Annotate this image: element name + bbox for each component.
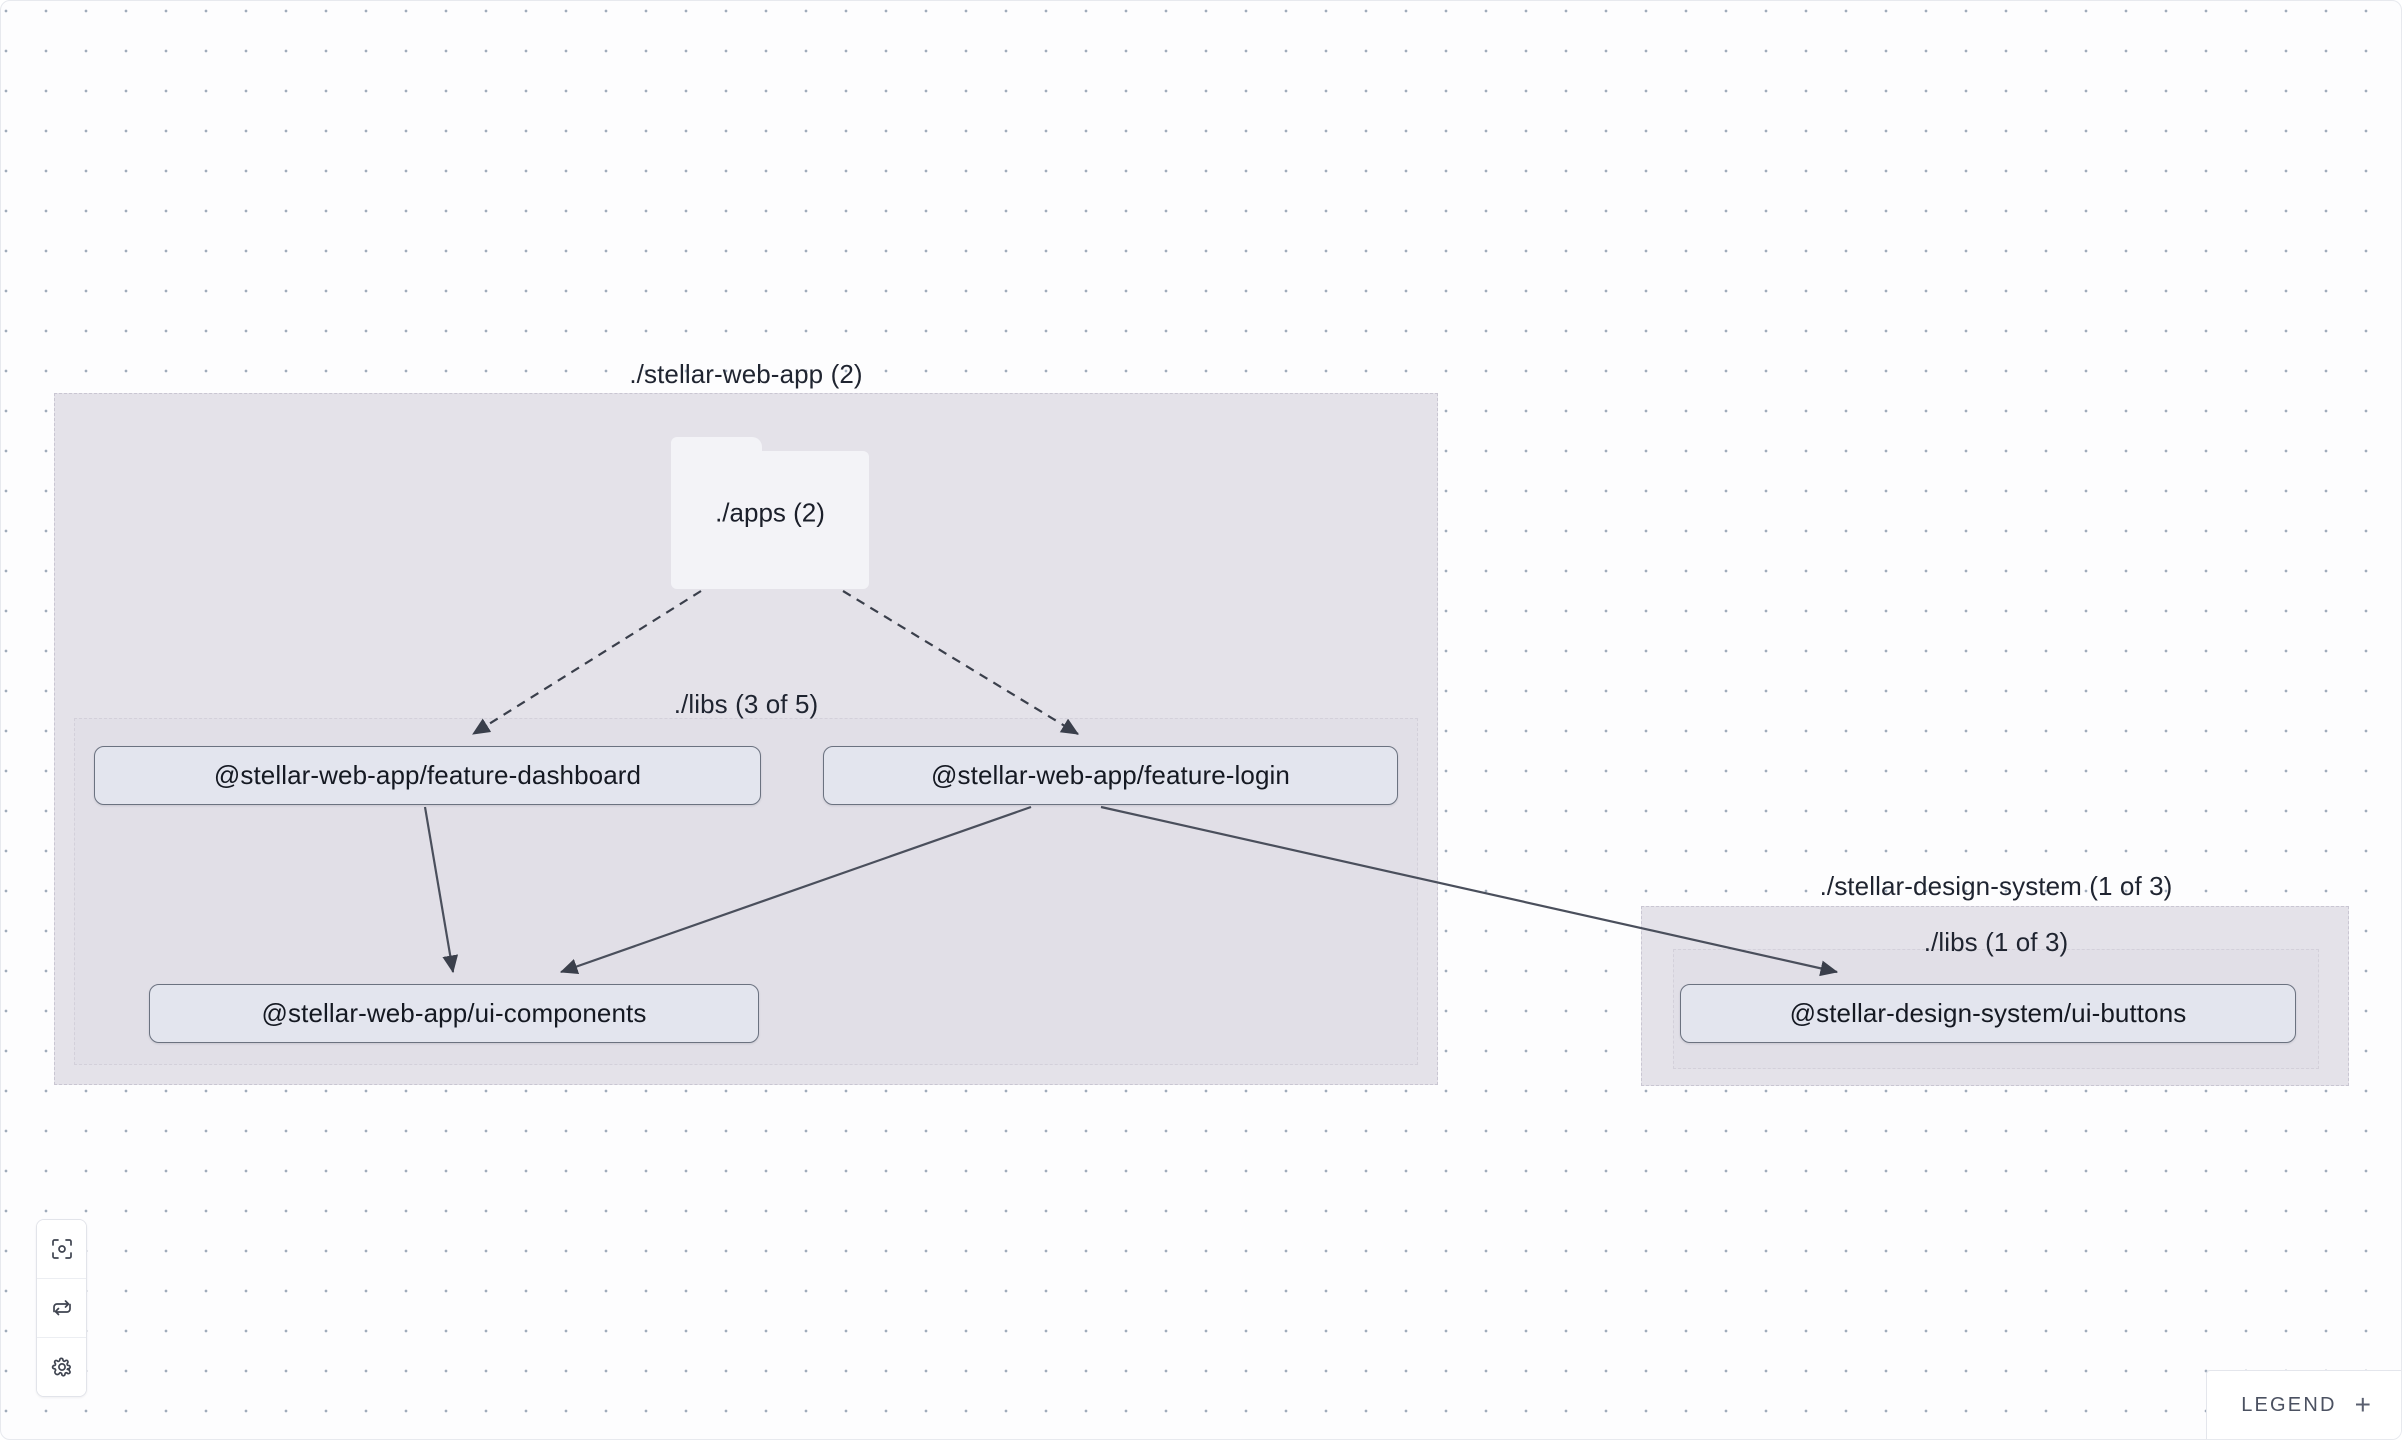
- canvas-controls[interactable]: [36, 1219, 87, 1397]
- folder-node-apps[interactable]: ./apps (2): [671, 437, 869, 589]
- node-ui-components-label: @stellar-web-app/ui-components: [261, 998, 647, 1028]
- legend-label: LEGEND: [2241, 1393, 2337, 1416]
- folder-body-shape: [671, 451, 869, 589]
- group-label-stellar-design-system-libs: ./libs (1 of 3): [1923, 927, 2069, 957]
- folder-tab-shape: [671, 437, 763, 455]
- node-ui-buttons[interactable]: @stellar-design-system/ui-buttons: [1680, 984, 2296, 1043]
- node-feature-dashboard-label: @stellar-web-app/feature-dashboard: [213, 760, 642, 790]
- group-label-stellar-web-app: ./stellar-web-app (2): [629, 359, 863, 389]
- node-ui-buttons-label: @stellar-design-system/ui-buttons: [1789, 998, 2187, 1028]
- refresh-icon: [50, 1296, 74, 1320]
- plus-icon: +: [2354, 1389, 2371, 1420]
- node-feature-dashboard[interactable]: @stellar-web-app/feature-dashboard: [94, 746, 761, 805]
- settings-button[interactable]: [37, 1338, 86, 1396]
- group-label-stellar-design-system: ./stellar-design-system (1 of 3): [1819, 871, 2173, 901]
- folder-node-apps-label: ./apps (2): [715, 497, 825, 528]
- node-ui-components[interactable]: @stellar-web-app/ui-components: [149, 984, 759, 1043]
- gear-icon: [50, 1355, 74, 1379]
- focus-button[interactable]: [37, 1220, 86, 1279]
- focus-target-icon: [50, 1237, 74, 1261]
- group-label-stellar-web-app-libs: ./libs (3 of 5): [673, 689, 819, 719]
- refresh-button[interactable]: [37, 1279, 86, 1338]
- node-feature-login-label: @stellar-web-app/feature-login: [931, 760, 1290, 790]
- legend-button[interactable]: LEGEND +: [2206, 1370, 2401, 1439]
- node-feature-login[interactable]: @stellar-web-app/feature-login: [823, 746, 1398, 805]
